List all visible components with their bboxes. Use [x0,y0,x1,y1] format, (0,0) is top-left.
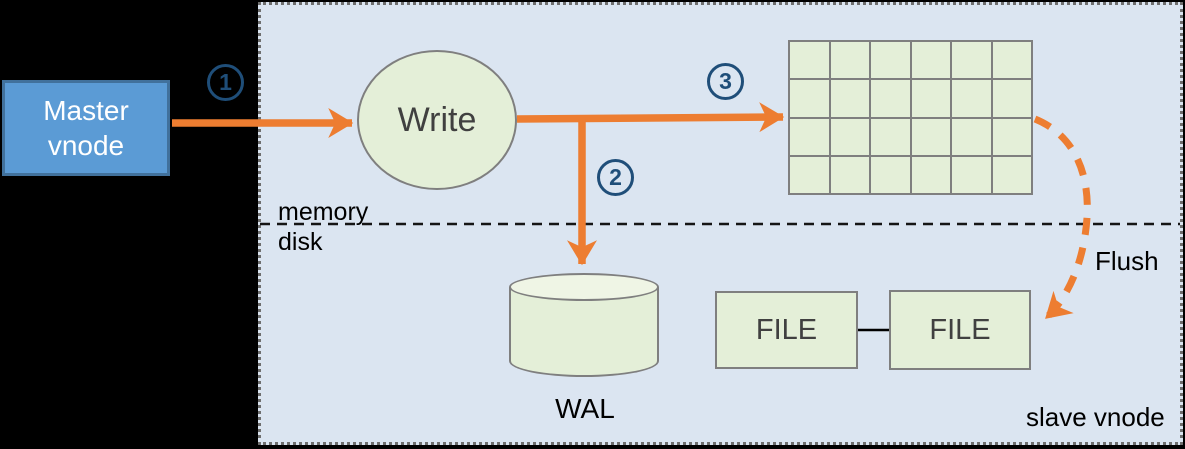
wal-label: WAL [555,393,615,424]
mem-table-cell [830,118,869,155]
mem-table-cell [790,80,829,117]
mem-table-cell [952,118,991,155]
flush-label: Flush [1095,246,1159,276]
mem-table-cell [952,156,991,193]
memory-region-label: memory [278,198,369,226]
step-1-badge: 1 [207,64,244,101]
mem-table-grid [788,40,1033,195]
mem-table-cell [911,118,950,155]
mem-table-cell [911,156,950,193]
mem-table-cell [871,80,910,117]
mem-table-cell [871,42,910,79]
mem-table-cell [911,42,950,79]
disk-region-label: disk [278,228,323,256]
file-box-2: FILE [889,290,1031,370]
mem-table-cell [830,156,869,193]
step-2-badge: 2 [597,159,634,196]
mem-table-cell [790,42,829,79]
mem-table-cell [952,42,991,79]
slave-vnode-label: slave vnode [1026,402,1165,432]
mem-table-cell [871,118,910,155]
mem-table-cell [830,80,869,117]
mem-table-cell [992,42,1031,79]
write-node: Write [357,50,517,190]
mem-table-cell [992,80,1031,117]
mem-table-cell [790,156,829,193]
mem-table-cell [871,156,910,193]
master-vnode-box: Master vnode [2,80,170,176]
wal-cylinder-top [509,273,659,301]
mem-table-cell [992,118,1031,155]
mem-table-cell [952,80,991,117]
wal-cylinder [509,287,659,377]
mem-table-cell [911,80,950,117]
mem-table-cell [830,42,869,79]
mem-table-cell [790,118,829,155]
step-3-badge: 3 [707,63,744,100]
mem-table-cell [992,156,1031,193]
file-box-1: FILE [715,291,858,369]
